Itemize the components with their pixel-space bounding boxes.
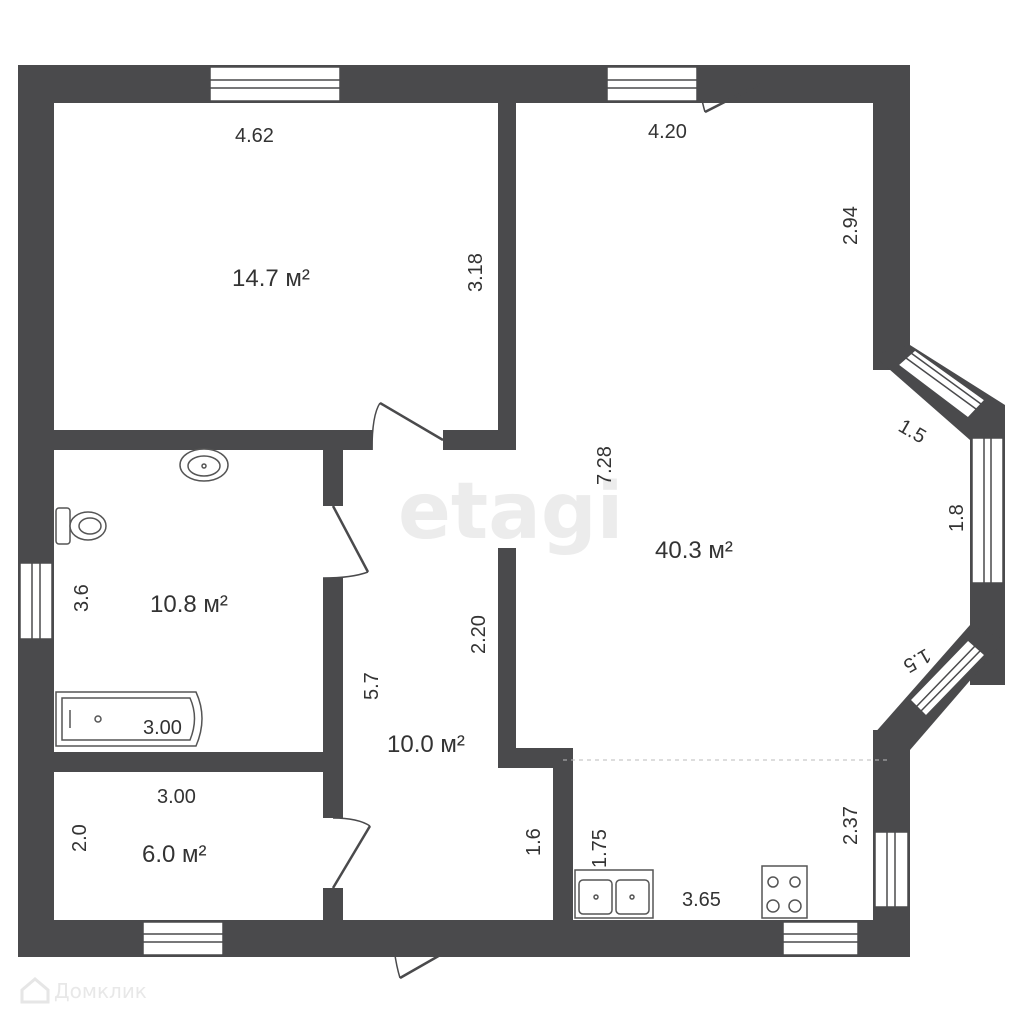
door-bathroom — [322, 505, 370, 579]
watermark-etagi: etagi — [398, 467, 623, 557]
dim-hall-lower: 1.6 — [523, 828, 545, 856]
dim-bedroom-depth: 3.18 — [465, 253, 487, 292]
window-kitchen-bottom — [782, 921, 859, 956]
house-icon — [20, 977, 50, 1004]
wall-bedroom-bottom-right — [443, 430, 516, 450]
wall-bath-hall-bottom — [323, 578, 343, 774]
dim-storage-width: 3.00 — [157, 786, 196, 808]
dim-hall-length: 5.7 — [361, 672, 383, 700]
wall-right-upper — [873, 65, 910, 370]
doors — [322, 66, 761, 980]
door-bedroom — [371, 401, 444, 451]
brand-logo: Домклик — [20, 977, 147, 1004]
wall-bedroom-bottom-left — [18, 430, 372, 450]
dim-living-length: 7.28 — [594, 446, 616, 485]
wall-kitchen-left — [553, 748, 573, 920]
window-bathroom-left — [19, 562, 53, 640]
washbasin-icon — [179, 448, 229, 482]
area-hall: 10.0 м² — [387, 731, 465, 758]
dim-living-side: 2.94 — [840, 206, 862, 245]
door-living-top — [696, 66, 761, 114]
wall-left — [18, 65, 54, 957]
dim-bedroom-width: 4.62 — [235, 125, 274, 147]
area-living: 40.3 м² — [655, 537, 733, 564]
wall-storage-hall-top — [323, 772, 343, 818]
door-storage — [331, 817, 372, 889]
bathtub-icon — [55, 691, 203, 747]
dim-storage-depth: 2.0 — [69, 824, 91, 852]
dim-hall-partial: 2.20 — [468, 615, 490, 654]
dim-kitchen-width: 3.65 — [682, 889, 721, 911]
brand-text: Домклик — [54, 979, 147, 1003]
dim-living-lower-side: 2.37 — [840, 806, 862, 845]
wall-bath-storage — [18, 752, 343, 772]
window-storage-bottom — [142, 921, 224, 956]
area-storage: 6.0 м² — [142, 841, 207, 868]
window-bedroom-top — [209, 66, 341, 102]
dim-bay-upper: 1.5 — [895, 415, 930, 448]
wall-hall-living — [498, 548, 516, 768]
stove-icon — [761, 865, 808, 919]
dim-bathroom-depth: 3.6 — [71, 584, 93, 612]
toilet-icon — [55, 507, 107, 545]
dim-bath: 3.00 — [143, 717, 182, 739]
wall-bath-hall-top — [323, 450, 343, 506]
area-bathroom: 10.8 м² — [150, 591, 228, 618]
area-labels: 14.7 м² 40.3 м² 10.8 м² 10.0 м² 6.0 м² — [142, 265, 733, 868]
window-living-right-lower — [874, 831, 909, 908]
dim-living-width: 4.20 — [648, 121, 687, 143]
fixtures — [55, 448, 808, 919]
window-bay-middle — [971, 437, 1004, 584]
area-bedroom: 14.7 м² — [232, 265, 310, 292]
window-bay-upper — [896, 349, 987, 420]
window-bay-lower — [908, 638, 987, 718]
door-entrance — [391, 919, 471, 980]
wall-top — [18, 65, 910, 103]
sink-icon — [574, 869, 654, 919]
windows — [19, 66, 1004, 956]
wall-storage-hall-bottom — [323, 888, 343, 920]
dim-bay-middle: 1.8 — [946, 504, 968, 532]
window-living-top — [606, 66, 698, 102]
wall-partition-bedroom-living — [498, 65, 516, 450]
dim-kitchen-depth: 1.75 — [589, 829, 611, 868]
